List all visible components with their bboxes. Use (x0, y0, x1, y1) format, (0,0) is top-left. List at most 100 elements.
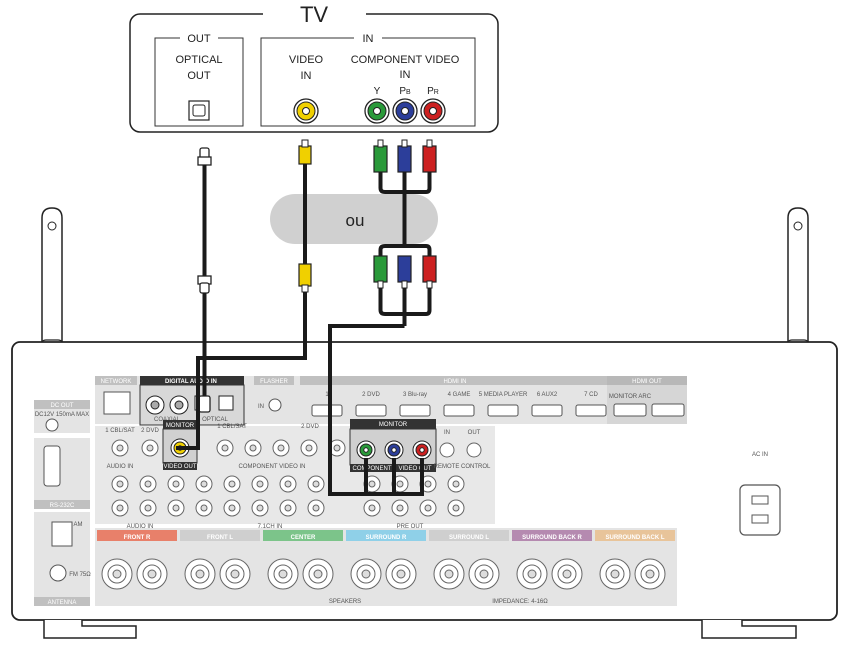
flasher-in-label: IN (258, 404, 264, 410)
tv-pb-label: PB (399, 86, 411, 97)
hdmi-in-port-label: 3 Blu-ray (403, 392, 427, 398)
analog-jack-center (256, 504, 264, 512)
speaker-terminal-center (444, 569, 454, 579)
tv-pr-jack (420, 98, 446, 124)
remote-out-jack (466, 442, 482, 458)
hdmi-in-port (399, 404, 431, 417)
tv-video-in-label-1: VIDEO (289, 54, 324, 66)
component-video-in-label: COMPONENT VIDEO IN (239, 464, 306, 470)
composite-video-cable (176, 139, 312, 450)
receiver-pr-out-jack (412, 440, 432, 460)
tv-title-bg (263, 2, 366, 26)
analog-jack-center (452, 504, 460, 512)
analog-jack-center (368, 504, 376, 512)
hdmi-in-port-label: 4 GAME (448, 392, 471, 398)
or-separator: ou (270, 194, 438, 244)
hdmi-in-port-label: 2 DVD (362, 392, 380, 398)
tv-title: TV (300, 2, 328, 27)
tv-y-jack (364, 98, 390, 124)
tv-pr-label: PR (427, 86, 439, 97)
analog-jack-center (200, 480, 208, 488)
analog-jack-center (146, 444, 154, 452)
tv-y-label: Y (374, 86, 381, 97)
rs232c-label: RS-232C (50, 503, 75, 509)
hdmi-in-port-label: 5 MEDIA PLAYER (479, 392, 528, 398)
component-cbl-label: 1 CBL/SAT (217, 424, 247, 430)
speaker-label: SURROUND R (366, 535, 407, 541)
optical-cable (197, 147, 212, 413)
analog-jack-center (277, 444, 285, 452)
analog-jack-center (172, 504, 180, 512)
speaker-label-bg (97, 530, 177, 541)
speaker-label-bg (263, 530, 343, 541)
component-out-label: COMPONENT (353, 466, 392, 472)
speaker-label: FRONT L (207, 535, 233, 541)
right-foot (701, 620, 797, 639)
hdmi-in-port (443, 404, 475, 417)
impedance-label: IMPEDANCE: 4-16Ω (492, 599, 548, 605)
am-terminal (51, 521, 73, 547)
component-video-cable (328, 139, 437, 496)
receiver-unit: NETWORK DIGITAL AUDIO IN COAXIAL OPTICAL… (11, 207, 838, 639)
analog-jack-center (256, 480, 264, 488)
speaker-terminal-center (562, 569, 572, 579)
speaker-terminal-center (230, 569, 240, 579)
digital-audio-in-label: DIGITAL AUDIO IN (165, 379, 217, 385)
tv-component-in-label-2: IN (400, 69, 411, 81)
hdmi-in-port-label: 1 (325, 392, 329, 398)
analog-jack-center (221, 444, 229, 452)
speaker-terminal-center (112, 569, 122, 579)
dc-out-spec: DC12V 150mA MAX (35, 412, 89, 418)
speaker-label-bg (346, 530, 426, 541)
analog-jack-center (368, 480, 376, 488)
speaker-terminal-center (147, 569, 157, 579)
monitor-arc-label: MONITOR ARC (609, 394, 652, 400)
receiver-pb-out-jack (384, 440, 404, 460)
speaker-terminal-center (361, 569, 371, 579)
speaker-terminals (101, 558, 666, 590)
analog-jack-center (396, 480, 404, 488)
receiver-y-out-jack (356, 440, 376, 460)
tv-optical-out-label-1: OPTICAL (175, 54, 222, 66)
analog-jack-center (424, 480, 432, 488)
analog-jack-center (172, 480, 180, 488)
analog-jack-center (284, 504, 292, 512)
network-port (103, 391, 131, 415)
speaker-label-bg (595, 530, 675, 541)
analog-jack-center (200, 504, 208, 512)
analog-jack-center (116, 444, 124, 452)
audio-in-label: AUDIO IN (127, 524, 154, 530)
speaker-terminal-center (313, 569, 323, 579)
remote-in-jack (439, 442, 455, 458)
analog-jack-center (452, 480, 460, 488)
monitor-video-label: MONITOR (166, 423, 195, 429)
analog-jack-center (144, 480, 152, 488)
hdmi-in-port (487, 404, 519, 417)
remote-control-label: REMOTE CONTROL (434, 464, 491, 470)
monitor-out-label: MONITOR (379, 422, 408, 428)
ac-in-socket (739, 484, 781, 536)
speaker-terminal-center (479, 569, 489, 579)
optical-label: OPTICAL (202, 417, 228, 423)
dc-out-label: DC OUT (51, 403, 74, 409)
tv-in-label: IN (363, 33, 374, 45)
fm-jack (49, 564, 67, 582)
hdmi-out-2-port (651, 403, 685, 417)
dc-out-jack (45, 418, 59, 432)
analog-jack-center (284, 480, 292, 488)
hdmi-in-port-label: 7 CD (584, 392, 598, 398)
speaker-label-bg (429, 530, 509, 541)
analog-jack-center (228, 480, 236, 488)
component-dvd-label: 2 DVD (301, 424, 319, 430)
video-out2-label: VIDEO OUT (398, 466, 431, 472)
speaker-label: CENTER (291, 535, 316, 541)
analog-jack-center (396, 504, 404, 512)
hdmi-in-port (575, 404, 607, 417)
hdmi-in-port (531, 404, 563, 417)
analog-jack-center (116, 504, 124, 512)
speaker-terminal-center (195, 569, 205, 579)
rs232c-port (43, 445, 61, 487)
speaker-label: FRONT R (124, 535, 151, 541)
